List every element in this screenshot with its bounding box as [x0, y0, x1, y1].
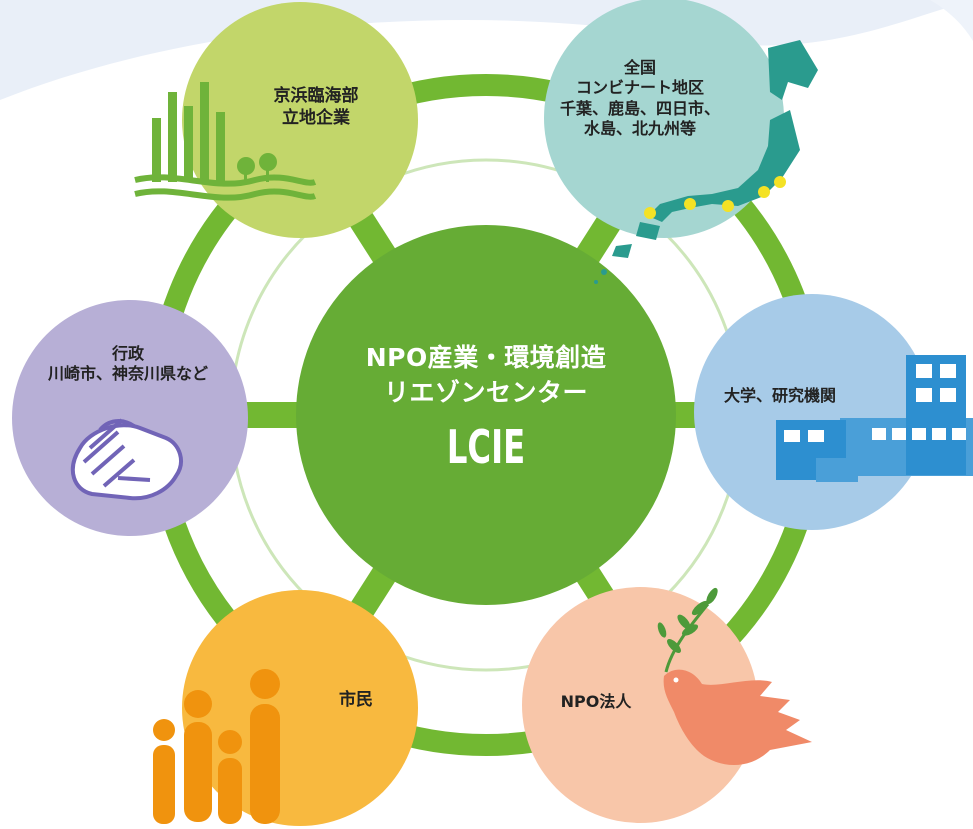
- national-line-2: コンビナート地区: [575, 78, 705, 98]
- university-line-1: 大学、研究機関: [723, 386, 837, 405]
- government-label: 行政 川崎市、神奈川県など: [48, 344, 208, 385]
- people-icon: [153, 669, 280, 824]
- node-keihin: [134, 2, 418, 238]
- npo-label: NPO法人: [561, 692, 632, 712]
- national-line-4: 水島、北九州等: [583, 119, 697, 139]
- wave-lines: [134, 174, 317, 201]
- city-skyline-icon: [152, 82, 277, 182]
- government-line-1: 行政: [111, 344, 145, 363]
- npo-line-1: NPO法人: [560, 692, 632, 711]
- keihin-label: 京浜臨海部 立地企業: [274, 86, 359, 130]
- building-icon: [776, 355, 973, 482]
- citizens-line-1: 市民: [339, 690, 373, 710]
- node-citizens: [153, 590, 418, 826]
- center-title: NPO産業・環境創造 リエゾンセンター LCIE: [366, 340, 607, 474]
- university-label: 大学、研究機関: [724, 386, 836, 406]
- center-line-1: NPO産業・環境創造: [365, 343, 607, 372]
- node-npo: [522, 587, 812, 823]
- node-university: [694, 294, 973, 530]
- center-line-2: リエゾンセンター: [383, 378, 588, 407]
- keihin-line-2: 立地企業: [282, 107, 350, 128]
- keihin-line-1: 京浜臨海部: [273, 86, 359, 106]
- background-wave-right: [930, 0, 973, 170]
- map-dots: [644, 176, 786, 219]
- node-national: [544, 0, 818, 284]
- center-hub: [296, 225, 676, 605]
- dove-icon: [657, 587, 812, 766]
- government-line-2: 川崎市、神奈川県など: [47, 364, 209, 384]
- national-label: 全国 コンビナート地区 千葉、鹿島、四日市、 水島、北九州等: [560, 58, 720, 140]
- national-line-3: 千葉、鹿島、四日市、: [559, 98, 721, 118]
- citizens-label: 市民: [339, 690, 373, 712]
- center-line-3: LCIE: [446, 420, 526, 474]
- handshake-icon: [70, 418, 183, 501]
- node-government: [12, 300, 248, 536]
- national-line-1: 全国: [623, 58, 657, 77]
